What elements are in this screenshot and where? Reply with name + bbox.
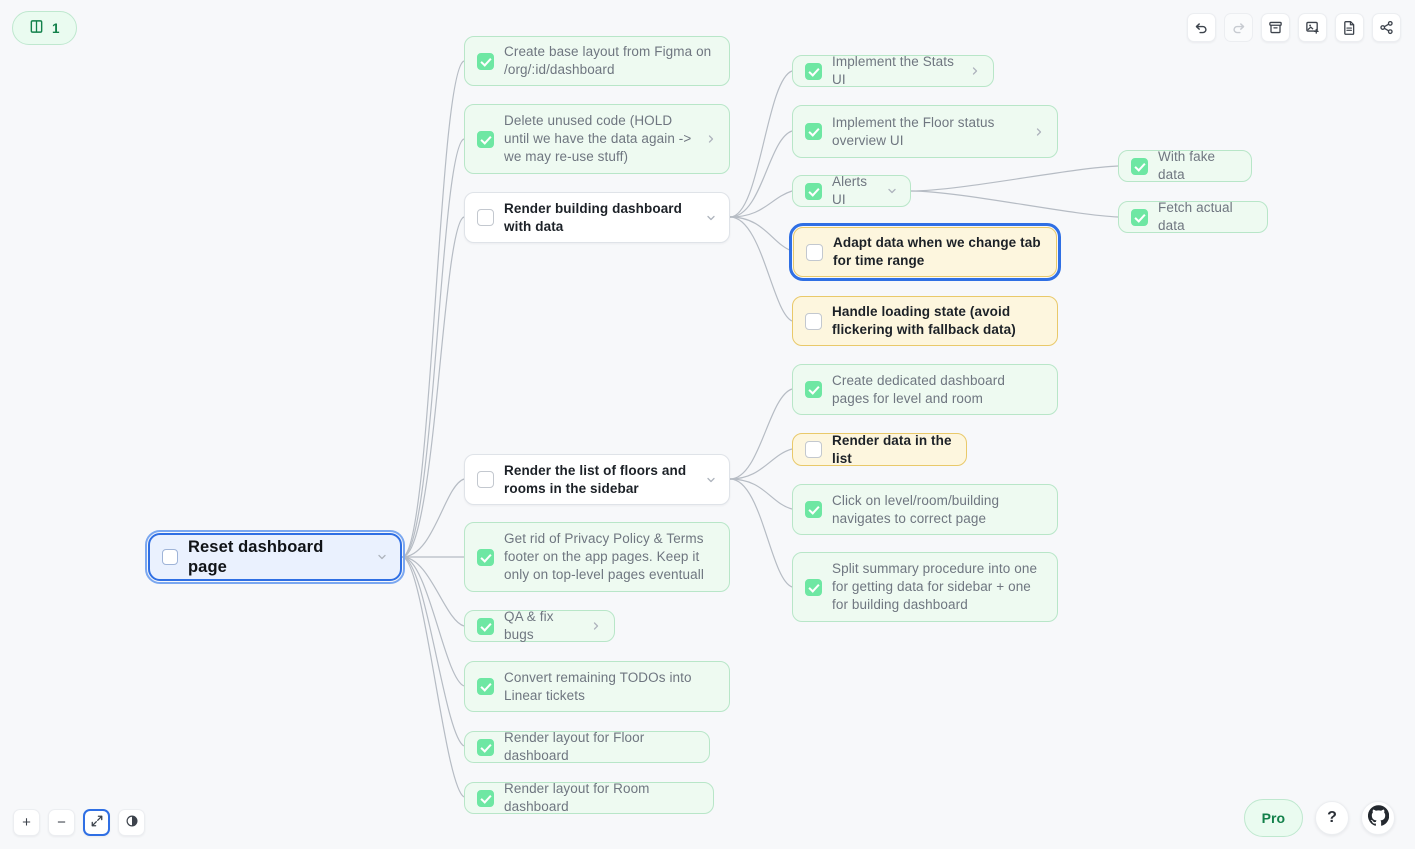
chevron-down-icon[interactable] [705, 212, 717, 224]
node-label: Fetch actual data [1158, 200, 1233, 233]
chevron-right-icon[interactable] [590, 620, 602, 632]
minus-icon: − [57, 814, 66, 831]
checkbox-unchecked[interactable] [805, 312, 822, 330]
node-label: Split summary procedure into one for get… [832, 561, 1038, 612]
mindmap-node-render-data-in-list[interactable]: Render data in the list [792, 433, 967, 466]
node-label: Render building dashboard with data [504, 200, 683, 234]
zoom-controls: + − [13, 809, 145, 836]
export-image-button[interactable] [1298, 13, 1327, 42]
mindmap-node-root[interactable]: Reset dashboard page [145, 530, 405, 584]
node-label: Create dedicated dashboard pages for lev… [832, 372, 1005, 406]
mindmap-node-implement-stats-ui[interactable]: Implement the Stats UI [792, 54, 994, 87]
mindmap-node-convert-todos-linear[interactable]: Convert remaining TODOs into Linear tick… [464, 661, 730, 712]
fit-to-screen-icon [90, 814, 104, 832]
top-toolbar [1187, 13, 1401, 42]
archive-button[interactable] [1261, 13, 1290, 42]
checkbox-done[interactable] [1131, 208, 1148, 226]
undo-button[interactable] [1187, 13, 1216, 42]
node-label: Create base layout from Figma on /org/:i… [504, 44, 712, 77]
mindmap-node-render-layout-floor[interactable]: Render layout for Floor dashboard [464, 730, 710, 763]
mindmap-node-click-navigates-correct-page[interactable]: Click on level/room/building navigates t… [792, 484, 1058, 535]
checkbox-done[interactable] [805, 381, 822, 398]
node-label: Implement the Stats UI [832, 54, 954, 87]
share-button[interactable] [1372, 13, 1401, 42]
checkbox-unchecked[interactable] [806, 243, 823, 261]
mindmap-node-handle-loading-state[interactable]: Handle loading state (avoid flickering w… [792, 296, 1058, 346]
mindmap-node-render-list-floors-rooms[interactable]: Render the list of floors and rooms in t… [464, 454, 730, 505]
chevron-right-icon[interactable] [969, 65, 981, 77]
node-label: Render layout for Room dashboard [504, 781, 650, 814]
node-label: Alerts UI [832, 174, 868, 207]
mindmap-node-adapt-data-time-range[interactable]: Adapt data when we change tab for time r… [789, 223, 1061, 281]
node-label: Handle loading state (avoid flickering w… [832, 304, 1016, 337]
checkbox-unchecked[interactable] [477, 471, 494, 488]
node-label: Reset dashboard page [188, 538, 324, 576]
mindmap-node-remove-privacy-footer[interactable]: Get rid of Privacy Policy & Terms footer… [464, 522, 730, 592]
redo-button[interactable] [1224, 13, 1253, 42]
checkbox-done[interactable] [477, 789, 494, 807]
checkbox-done[interactable] [477, 738, 494, 756]
mindmap-node-alerts-ui[interactable]: Alerts UI [792, 174, 911, 207]
mindmap-node-split-summary-procedure[interactable]: Split summary procedure into one for get… [792, 552, 1058, 622]
mindmap-node-fetch-actual-data[interactable]: Fetch actual data [1118, 200, 1268, 233]
node-label: Convert remaining TODOs into Linear tick… [504, 669, 692, 703]
node-label: Get rid of Privacy Policy & Terms footer… [504, 531, 704, 582]
checkbox-done[interactable] [477, 678, 494, 695]
chevron-down-icon[interactable] [376, 551, 388, 563]
theme-toggle-button[interactable] [118, 809, 145, 836]
mindmap-node-create-base-layout[interactable]: Create base layout from Figma on /org/:i… [464, 36, 730, 86]
contrast-icon [125, 814, 139, 832]
github-button[interactable] [1361, 801, 1395, 835]
checkbox-done[interactable] [477, 52, 494, 70]
chevron-down-icon[interactable] [886, 185, 898, 197]
node-label: Implement the Floor status overview UI [832, 114, 995, 148]
checkbox-done[interactable] [477, 617, 494, 635]
node-label: Render data in the list [832, 432, 952, 466]
bottom-right-controls: Pro ? [1243, 799, 1395, 837]
chevron-right-icon[interactable] [705, 133, 717, 145]
node-label: Delete unused code (HOLD until we have t… [504, 113, 692, 164]
checkbox-done[interactable] [477, 130, 494, 148]
badge-count: 1 [52, 20, 60, 36]
node-label: Adapt data when we change tab for time r… [833, 235, 1041, 268]
fit-to-screen-button[interactable] [83, 809, 110, 836]
checkbox-unchecked[interactable] [477, 209, 494, 226]
mindmap-node-render-building-dashboard[interactable]: Render building dashboard with data [464, 192, 730, 243]
help-label: ? [1327, 809, 1337, 826]
node-label: QA & fix bugs [504, 609, 554, 642]
chevron-down-icon[interactable] [705, 474, 717, 486]
zoom-out-button[interactable]: − [48, 809, 75, 836]
export-doc-button[interactable] [1335, 13, 1364, 42]
pro-label: Pro [1261, 810, 1285, 826]
checkbox-unchecked[interactable] [805, 441, 822, 458]
checkbox-done[interactable] [477, 548, 494, 566]
checkbox-done[interactable] [805, 182, 822, 200]
mindmap-node-with-fake-data[interactable]: With fake data [1118, 149, 1252, 182]
pro-button[interactable]: Pro [1243, 799, 1303, 837]
node-label: With fake data [1158, 149, 1216, 182]
mindmap-node-dedicated-dashboard-pages[interactable]: Create dedicated dashboard pages for lev… [792, 364, 1058, 415]
checkbox-done[interactable] [805, 123, 822, 140]
mindmap-node-implement-floor-status-ui[interactable]: Implement the Floor status overview UI [792, 105, 1058, 158]
node-label: Render layout for Floor dashboard [504, 730, 645, 763]
checkbox-done[interactable] [1131, 157, 1148, 175]
checkbox-done[interactable] [805, 578, 822, 596]
checkbox-done[interactable] [805, 62, 822, 80]
document-count-badge[interactable]: 1 [12, 11, 77, 45]
github-icon [1367, 805, 1389, 831]
node-label: Click on level/room/building navigates t… [832, 492, 1000, 526]
help-button[interactable]: ? [1315, 801, 1349, 835]
zoom-in-button[interactable]: + [13, 809, 40, 836]
chevron-right-icon[interactable] [1033, 126, 1045, 138]
mindmap-node-qa-fix-bugs[interactable]: QA & fix bugs [464, 609, 615, 642]
mindmap-node-render-layout-room[interactable]: Render layout for Room dashboard [464, 781, 714, 814]
plus-icon: + [22, 814, 31, 831]
checkbox-root[interactable] [162, 549, 178, 565]
checkbox-done[interactable] [805, 501, 822, 518]
mindmap-node-delete-unused-code[interactable]: Delete unused code (HOLD until we have t… [464, 104, 730, 174]
node-label: Render the list of floors and rooms in t… [504, 462, 687, 496]
book-icon [29, 19, 44, 37]
